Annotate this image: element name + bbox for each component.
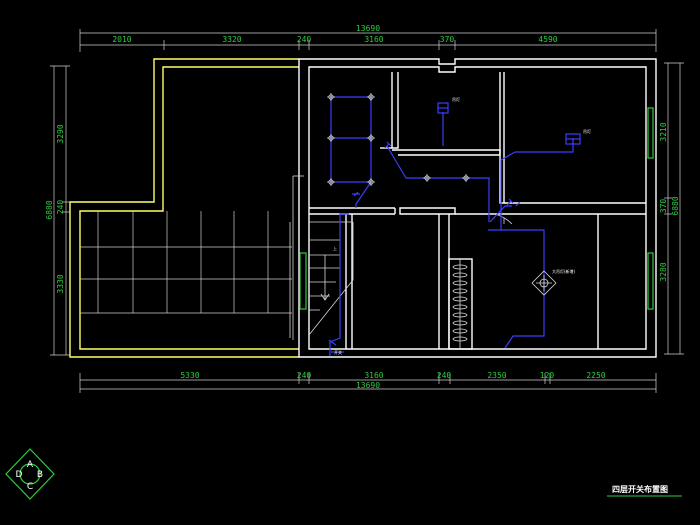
ceiling-light-5 (327, 178, 335, 186)
left-dim-1: 3290 (56, 124, 65, 143)
wardrobe (448, 258, 473, 350)
top-dim-4: 3160 (364, 35, 383, 44)
bottom-dim-4: 240 (437, 371, 452, 380)
ceiling-light-2 (367, 93, 375, 101)
top-dim-2: 3320 (222, 35, 241, 44)
top-dim-3: 240 (297, 35, 312, 44)
ceiling-light-3 (327, 134, 335, 142)
ceiling-light-4 (367, 134, 375, 142)
bottom-dim-1: 5330 (180, 371, 199, 380)
logo-letter-d: D (16, 470, 23, 480)
bottom-dim-5: 2350 (487, 371, 506, 380)
ceiling-light-7 (423, 174, 431, 182)
logo-letter-a: A (27, 460, 34, 470)
left-dimension-chain: 6880 3290 240 3330 (45, 65, 70, 356)
svg-text:大吊灯(新增): 大吊灯(新增) (552, 268, 576, 274)
svg-text:吊灯: 吊灯 (583, 128, 591, 134)
right-dim-1: 3210 (659, 122, 668, 141)
wall-lamp-2: 吊灯 (565, 128, 591, 145)
wiring-runs (328, 96, 574, 356)
ceiling-light-1 (327, 93, 335, 101)
switch-symbols (352, 141, 521, 207)
right-overall-dim: 6880 (671, 196, 680, 215)
building-walls (298, 58, 657, 358)
left-dim-2: 240 (56, 200, 65, 215)
left-dim-3: 3330 (56, 274, 65, 293)
drawing-title-block: 四层开关布置图 (607, 484, 682, 497)
logo-letter-c: C (27, 482, 33, 492)
bottom-dim-7: 2250 (586, 371, 605, 380)
right-dimension-chain: 3210 370 6880 3280 (659, 62, 684, 355)
window-left (299, 252, 307, 310)
window-right-lower (647, 252, 654, 310)
right-dim-2: 370 (659, 199, 668, 214)
switch-panel: 开关 (331, 349, 344, 355)
bottom-overall-dim: 13690 (356, 381, 380, 390)
terrace-outline (69, 58, 299, 358)
top-dim-1: 2010 (112, 35, 131, 44)
right-dim-3: 3280 (659, 262, 668, 281)
bottom-dim-2: 240 (297, 371, 312, 380)
top-dim-6: 4590 (538, 35, 557, 44)
ceiling-light-8 (462, 174, 470, 182)
bottom-dimension-chain: 5330 240 3160 240 2350 120 2250 13690 (79, 371, 657, 393)
terrace-paving-grid (80, 211, 292, 314)
svg-text:开关: 开关 (334, 349, 342, 355)
left-overall-dim: 6880 (45, 200, 54, 219)
top-dim-5: 370 (440, 35, 455, 44)
bottom-dim-6: 120 (540, 371, 555, 380)
logo-letter-b: B (37, 470, 43, 480)
window-right-upper (647, 107, 654, 159)
ceiling-light-6 (367, 178, 375, 186)
wall-lamp-1: 吊灯 (437, 96, 460, 114)
top-overall-dim: 13690 (356, 24, 380, 33)
light-fixtures: 吊灯 吊灯 大吊灯(新增) 开关 上 (327, 93, 591, 355)
drawing-title: 四层开关布置图 (612, 484, 668, 494)
logo-diamond: A B C D (5, 448, 55, 500)
door-swings (289, 175, 513, 340)
bottom-dim-3: 3160 (364, 371, 383, 380)
stair-up-label: 上 (333, 245, 337, 251)
top-dimension-chain: 13690 2010 3320 240 3160 370 4590 (79, 24, 657, 52)
chandelier: 大吊灯(新增) (531, 268, 576, 296)
svg-text:吊灯: 吊灯 (452, 96, 460, 102)
